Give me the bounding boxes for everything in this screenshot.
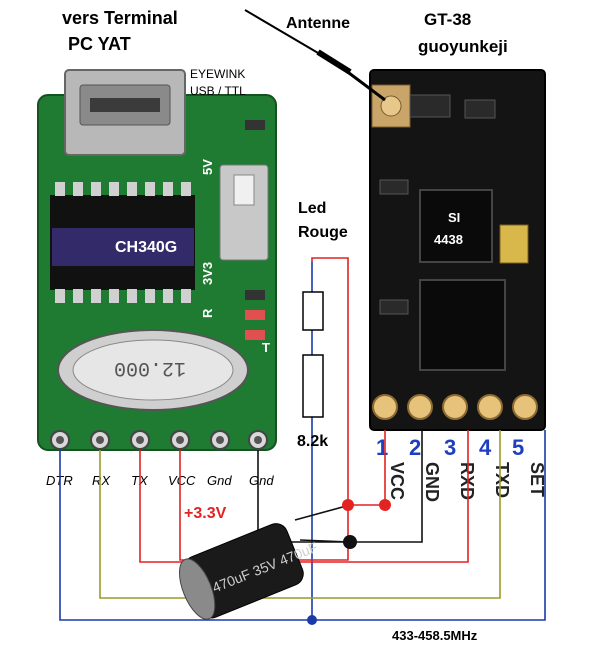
switch-knob bbox=[233, 174, 255, 206]
wire-led-red bbox=[311, 257, 349, 505]
usb-header-pins bbox=[50, 430, 268, 450]
label-eyewink-1: EYEWINK bbox=[190, 67, 245, 81]
label-led-2: Rouge bbox=[298, 224, 348, 241]
rf-pin-name-vcc: VCC bbox=[387, 462, 407, 500]
rf-part bbox=[409, 94, 451, 118]
rf-pin-name-gnd: GND bbox=[422, 462, 442, 502]
silk-r: R bbox=[200, 308, 215, 318]
rf-pin-name-rxd: RXD bbox=[457, 462, 477, 500]
wire-tx-rxd bbox=[139, 430, 469, 563]
rf-pin-number-5: 5 bbox=[512, 435, 524, 460]
label-terminal-1: vers Terminal bbox=[62, 8, 178, 28]
capacitor-lead-minus bbox=[299, 539, 351, 543]
label-supply: +3.3V bbox=[184, 505, 227, 522]
resistor-lower bbox=[302, 354, 324, 418]
rf-chip-label-2: 4438 bbox=[434, 232, 463, 247]
rf-part bbox=[464, 99, 496, 119]
si4438-chip bbox=[419, 189, 493, 263]
junction-ground-blue bbox=[307, 615, 317, 625]
voltage-switch bbox=[219, 164, 269, 261]
rf-pin-number-1: 1 bbox=[376, 435, 388, 460]
gt38-module: SI 4438 bbox=[369, 69, 546, 431]
crystal-label: 12.000 bbox=[114, 356, 186, 379]
rf-pads bbox=[372, 394, 538, 420]
antenna bbox=[244, 9, 386, 102]
rf-mcu-chip bbox=[419, 279, 506, 371]
label-frequency: 433-458.5MHz bbox=[392, 628, 478, 643]
led-t bbox=[245, 330, 265, 340]
capacitor: 470uF 35V 470uF bbox=[178, 523, 320, 620]
wire-rx-txd bbox=[99, 430, 501, 599]
wire-dtr-set bbox=[59, 430, 546, 621]
smd-part bbox=[245, 120, 265, 130]
wires bbox=[59, 257, 546, 621]
antenna-pad-center bbox=[380, 95, 402, 117]
crystal-top bbox=[72, 339, 234, 401]
label-terminal-2: PC YAT bbox=[68, 34, 131, 54]
resistor bbox=[302, 291, 324, 418]
label-led-1: Led bbox=[298, 200, 326, 217]
rf-part bbox=[379, 179, 409, 195]
label-antenna: Antenne bbox=[286, 15, 350, 32]
pin-label-rx: RX bbox=[92, 473, 111, 488]
junction-gnd bbox=[343, 535, 357, 549]
antenna-lead bbox=[344, 68, 386, 102]
resistor-upper bbox=[302, 291, 324, 331]
usb-port-tongue bbox=[90, 98, 160, 112]
antenna-wire bbox=[244, 9, 331, 61]
rf-pin-number-2: 2 bbox=[409, 435, 421, 460]
pin-label-vcc: VCC bbox=[168, 473, 196, 488]
chip-label-highlight bbox=[52, 228, 194, 266]
ch340g-pins-bottom bbox=[55, 289, 191, 303]
silk-3v3: 3V3 bbox=[200, 262, 215, 285]
silk-5v: 5V bbox=[200, 159, 215, 175]
led-r bbox=[245, 310, 265, 320]
capacitor-end bbox=[178, 558, 216, 620]
junction-vcc-pin bbox=[379, 499, 391, 511]
rf-pin-number-3: 3 bbox=[444, 435, 456, 460]
rf-pin-name-txd: TXD bbox=[492, 462, 512, 498]
label-eyewink-2: USB / TTL bbox=[190, 84, 246, 98]
wire-vcc-red bbox=[179, 430, 386, 561]
capacitor-lead-plus bbox=[294, 504, 351, 521]
junction-vcc bbox=[342, 499, 354, 511]
rf-pin-name-set: SET bbox=[527, 462, 547, 497]
chip-label: CH340G bbox=[115, 239, 177, 256]
label-module-name: GT-38 bbox=[424, 10, 471, 29]
label-resistor: 8.2k bbox=[297, 433, 328, 450]
antenna-sleeve bbox=[316, 49, 352, 75]
ch340g-pins-top bbox=[55, 182, 191, 196]
smd-part bbox=[245, 290, 265, 300]
usb-ttl-board: CH340G 5V 3V3 R T 12.000 bbox=[37, 69, 277, 451]
pin-label-gnd-1: Gnd bbox=[207, 473, 232, 488]
rf-chip-label-1: SI bbox=[448, 210, 460, 225]
label-module-maker: guoyunkeji bbox=[418, 37, 508, 56]
rf-part bbox=[379, 299, 409, 315]
rf-crystal bbox=[499, 224, 529, 264]
rf-pin-number-4: 4 bbox=[479, 435, 492, 460]
pin-label-gnd-2: Gnd bbox=[249, 473, 274, 488]
silk-t: T bbox=[262, 340, 270, 355]
